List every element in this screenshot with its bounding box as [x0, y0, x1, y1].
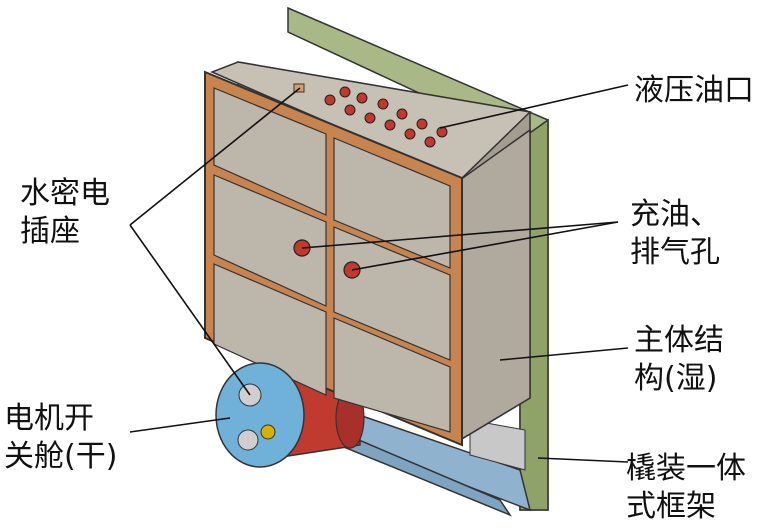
motor-cabin-endcap	[215, 362, 305, 468]
label-skid-frame: 橇装一体 式框架	[626, 451, 746, 524]
label-watertight-connector: 水密电 插座	[20, 176, 110, 249]
label-hydraulic-port: 液压油口	[634, 73, 754, 108]
label-fill-vent-hole: 充油、 排气孔	[630, 197, 720, 270]
leader-lines	[129, 84, 629, 463]
label-main-structure: 主体结 构(湿)	[634, 323, 724, 396]
front-flange	[204, 70, 463, 447]
label-motor-switch-cabin: 电机开 关舱(干)	[4, 401, 118, 474]
